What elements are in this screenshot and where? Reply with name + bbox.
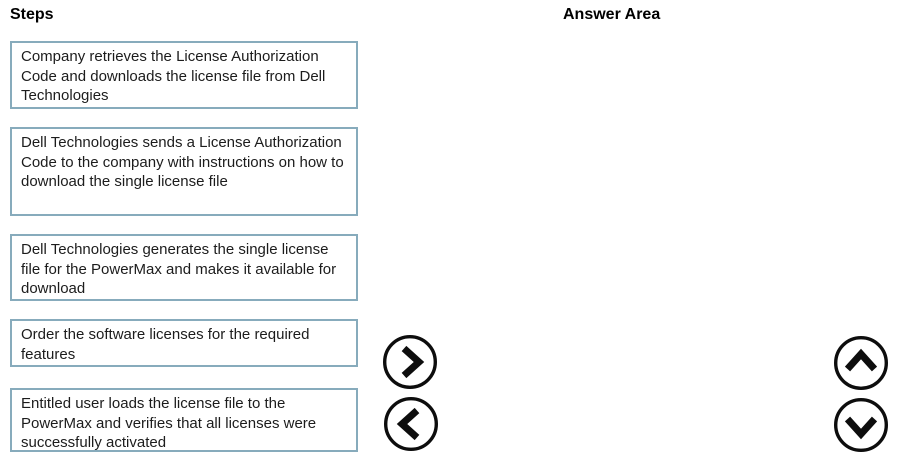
chevron-right-icon — [383, 335, 437, 389]
step-option-4[interactable]: Order the software licenses for the requ… — [10, 319, 358, 367]
step-option-2[interactable]: Dell Technologies sends a License Author… — [10, 127, 358, 216]
step-option-5[interactable]: Entitled user loads the license file to … — [10, 388, 358, 452]
step-option-3[interactable]: Dell Technologies generates the single l… — [10, 234, 358, 301]
chevron-down-icon — [834, 398, 888, 452]
move-down-button[interactable] — [832, 396, 890, 454]
answer-area-heading: Answer Area — [563, 6, 661, 23]
move-right-button[interactable] — [381, 333, 439, 391]
move-left-button[interactable] — [382, 395, 440, 453]
chevron-left-icon — [384, 397, 438, 451]
step-option-1-label: Company retrieves the License Authorizat… — [21, 48, 326, 104]
step-option-3-label: Dell Technologies generates the single l… — [21, 241, 337, 297]
step-option-1[interactable]: Company retrieves the License Authorizat… — [10, 41, 358, 109]
steps-heading: Steps — [10, 6, 54, 23]
chevron-up-icon — [834, 336, 888, 390]
step-option-5-label: Entitled user loads the license file to … — [21, 395, 317, 451]
step-option-4-label: Order the software licenses for the requ… — [21, 326, 310, 363]
step-option-2-label: Dell Technologies sends a License Author… — [21, 134, 344, 190]
move-up-button[interactable] — [832, 334, 890, 392]
